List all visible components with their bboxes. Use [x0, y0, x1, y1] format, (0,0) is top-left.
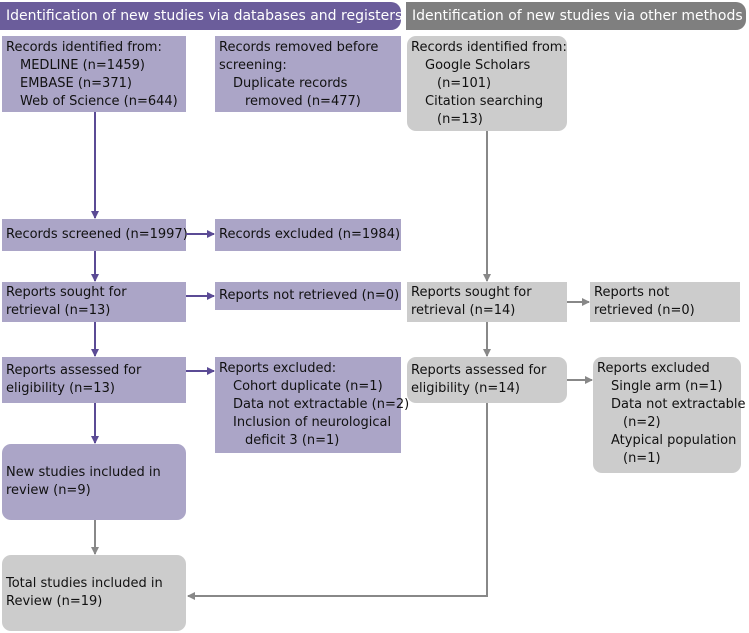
- duplicate-records-count: removed (n=477): [245, 94, 361, 109]
- header-other-methods-text: Identification of new studies via other …: [412, 8, 743, 24]
- new-studies-included-box: New studies included in review (n=9): [2, 444, 186, 520]
- reports-not-retrieved-databases-box: Reports not retrieved (n=0): [215, 282, 401, 310]
- records-excluded-text: Records excluded (n=1984): [219, 227, 401, 242]
- google-scholar-count: (n=101): [437, 76, 492, 91]
- reports-not-retrieved-other-line2: retrieved (n=0): [594, 303, 695, 318]
- new-studies-line2: review (n=9): [6, 483, 91, 498]
- reports-not-retrieved-other-box: Reports not retrieved (n=0): [590, 282, 740, 322]
- reports-sought-db-line2: retrieval (n=13): [6, 303, 111, 318]
- records-screened-text: Records screened (n=1997): [6, 227, 188, 242]
- atypical-population-item: Atypical population: [611, 433, 737, 448]
- reports-sought-other-box: Reports sought for retrieval (n=14): [407, 282, 567, 322]
- single-arm-item: Single arm (n=1): [611, 379, 723, 394]
- reports-excluded-other-title: Reports excluded: [597, 361, 710, 376]
- reports-sought-databases-box: Reports sought for retrieval (n=13): [2, 282, 186, 322]
- records-removed-title1: Records removed before: [219, 40, 379, 55]
- reports-not-retrieved-other-line1: Reports not: [594, 285, 670, 300]
- reports-assessed-db-line2: eligibility (n=13): [6, 381, 115, 396]
- records-identified-other-box: Records identified from: Google Scholars…: [407, 36, 567, 131]
- records-excluded-box: Records excluded (n=1984): [215, 219, 401, 251]
- total-studies-line1: Total studies included in: [6, 576, 163, 591]
- duplicate-records-label: Duplicate records: [233, 76, 348, 91]
- reports-assessed-other-line2: eligibility (n=14): [411, 381, 520, 396]
- header-other-methods: Identification of new studies via other …: [406, 2, 746, 30]
- arrow-other-to-total: [187, 403, 488, 600]
- wos-count: Web of Science (n=644): [20, 94, 178, 109]
- new-studies-line1: New studies included in: [6, 465, 161, 480]
- header-databases-text: Identification of new studies via databa…: [6, 8, 403, 24]
- records-identified-title: Records identified from:: [6, 40, 162, 55]
- reports-sought-other-line1: Reports sought for: [411, 285, 532, 300]
- data-not-extractable-item: Data not extractable (n=2): [233, 397, 410, 412]
- embase-count: EMBASE (n=371): [20, 76, 132, 91]
- citation-searching-label: Citation searching: [425, 94, 544, 109]
- reports-excluded-databases-box: Reports excluded: Cohort duplicate (n=1)…: [215, 357, 410, 453]
- reports-assessed-other-box: Reports assessed for eligibility (n=14): [407, 357, 567, 403]
- reports-sought-other-line2: retrieval (n=14): [411, 303, 516, 318]
- atypical-population-count: (n=1): [623, 451, 661, 466]
- neurological-deficit-count: deficit 3 (n=1): [245, 433, 340, 448]
- data-not-extractable-other-item: Data not extractable: [611, 397, 746, 412]
- total-studies-included-box: Total studies included in Review (n=19): [2, 555, 186, 631]
- records-removed-title2: screening:: [219, 58, 287, 73]
- total-studies-line2: Review (n=19): [6, 594, 103, 609]
- reports-assessed-db-line1: Reports assessed for: [6, 363, 142, 378]
- reports-not-retrieved-db-text: Reports not retrieved (n=0): [219, 288, 400, 303]
- reports-excluded-other-box: Reports excluded Single arm (n=1) Data n…: [593, 357, 746, 473]
- header-databases: Identification of new studies via databa…: [0, 2, 403, 30]
- records-identified-other-title: Records identified from:: [411, 40, 567, 55]
- records-identified-databases-box: Records identified from: MEDLINE (n=1459…: [2, 36, 186, 112]
- medline-count: MEDLINE (n=1459): [20, 58, 145, 73]
- records-screened-box: Records screened (n=1997): [2, 219, 188, 251]
- citation-searching-count: (n=13): [437, 112, 483, 127]
- cohort-duplicate-item: Cohort duplicate (n=1): [233, 379, 383, 394]
- reports-assessed-databases-box: Reports assessed for eligibility (n=13): [2, 357, 186, 403]
- reports-assessed-other-line1: Reports assessed for: [411, 363, 547, 378]
- data-not-extractable-other-count: (n=2): [623, 415, 661, 430]
- reports-sought-db-line1: Reports sought for: [6, 285, 127, 300]
- neurological-deficit-item: Inclusion of neurological: [233, 415, 392, 430]
- google-scholar-label: Google Scholars: [425, 58, 531, 73]
- reports-excluded-db-title: Reports excluded:: [219, 361, 337, 376]
- records-removed-box: Records removed before screening: Duplic…: [215, 36, 401, 112]
